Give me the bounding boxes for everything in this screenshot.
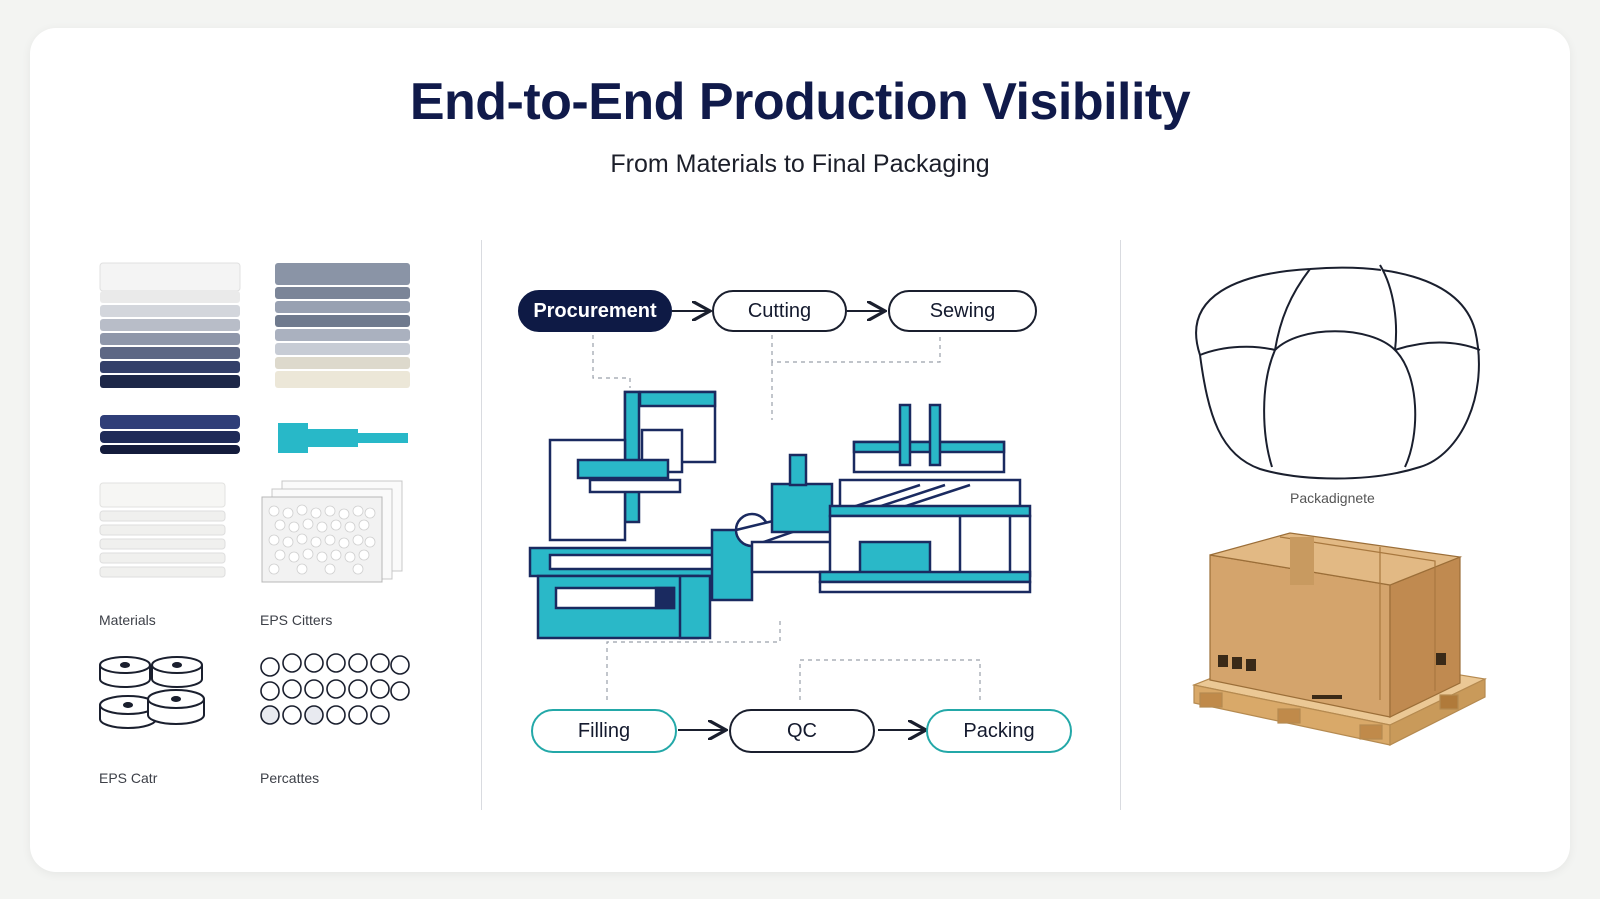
workflow-diagram bbox=[528, 280, 1032, 770]
fabric-stack-gray bbox=[275, 263, 410, 388]
caption-percattes: Percattes bbox=[260, 770, 320, 786]
step-cutting[interactable]: Cutting bbox=[712, 290, 847, 332]
step-procurement[interactable]: Procurement bbox=[518, 290, 672, 332]
caption-beanbag: Packadignete bbox=[1290, 490, 1375, 506]
step-qc[interactable]: QC bbox=[729, 709, 875, 753]
fabric-folded-navy bbox=[100, 415, 240, 454]
fabric-stack-gradient bbox=[99, 262, 241, 388]
step-sewing[interactable]: Sewing bbox=[888, 290, 1037, 332]
foam-stack-white bbox=[99, 482, 226, 578]
step-filling[interactable]: Filling bbox=[531, 709, 677, 753]
production-machine bbox=[528, 390, 1032, 640]
step-packing[interactable]: Packing bbox=[926, 709, 1072, 753]
caption-eps-catr: EPS Catr bbox=[99, 770, 158, 786]
teal-part bbox=[278, 423, 408, 453]
page-title: End-to-End Production Visibility bbox=[409, 73, 1191, 131]
caption-eps-citters: EPS Citters bbox=[260, 612, 333, 628]
caption-materials: Materials bbox=[99, 612, 156, 628]
output-illustrations bbox=[1191, 264, 1487, 746]
left-divider bbox=[481, 240, 482, 810]
cardboard-boxes bbox=[1209, 532, 1463, 718]
eps-bead-sheets bbox=[261, 480, 403, 583]
eps-cylinders bbox=[99, 656, 205, 729]
page-subtitle: From Materials to Final Packaging bbox=[610, 150, 990, 178]
materials-illustrations bbox=[99, 262, 410, 729]
dashed-connectors bbox=[592, 335, 981, 700]
beanbag-illustration bbox=[1195, 264, 1481, 480]
right-divider bbox=[1120, 240, 1121, 810]
pellets-grid bbox=[260, 653, 410, 725]
